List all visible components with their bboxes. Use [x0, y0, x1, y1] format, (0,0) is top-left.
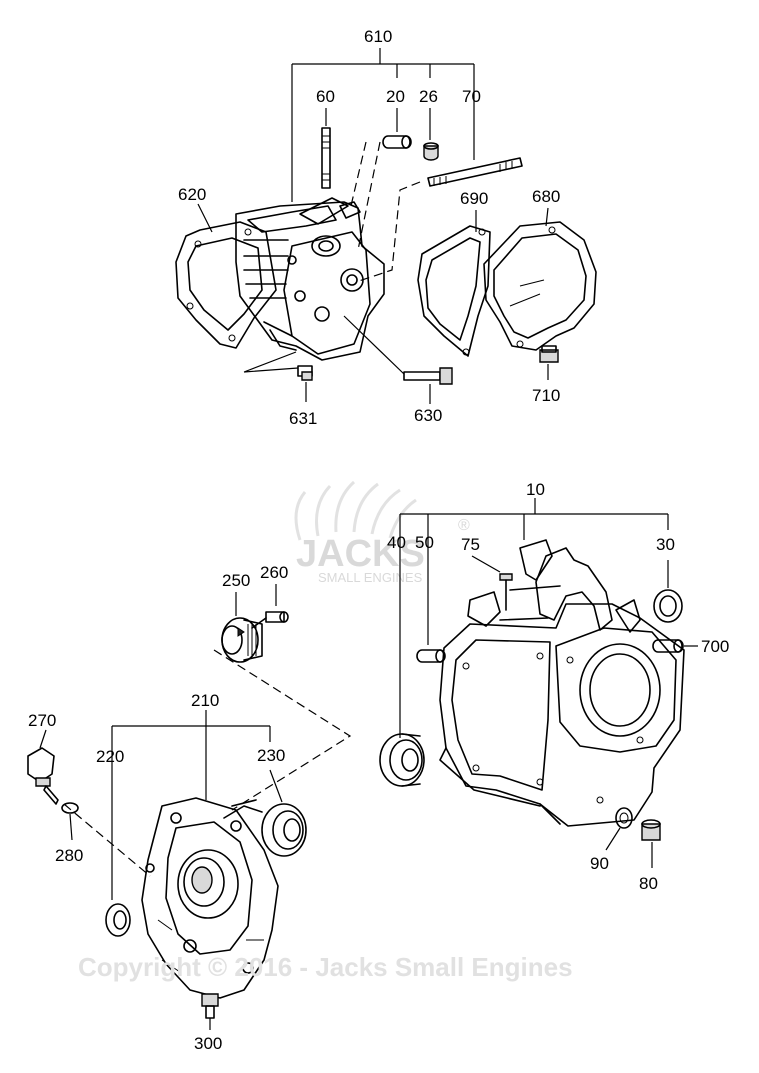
governor-gear-250	[221, 592, 263, 663]
crankcase-10	[439, 539, 685, 827]
callout-680: 680	[532, 187, 560, 206]
callout-10: 10	[526, 480, 545, 499]
callout-280: 280	[55, 846, 83, 865]
assembly-guides-bottom	[213, 649, 352, 811]
stud-60	[321, 108, 331, 189]
crankcase-cover-210	[141, 797, 279, 999]
dowel-pin-20	[382, 108, 412, 149]
callout-700: 700	[701, 637, 729, 656]
callout-labels: 610 60 20 26 70 620 690 680 631 630 710 …	[28, 27, 729, 1053]
callout-710: 710	[532, 386, 560, 405]
screw-75	[471, 555, 513, 611]
bracket-610	[291, 48, 475, 202]
oil-dipstick-270	[27, 729, 151, 877]
callout-210: 210	[191, 691, 219, 710]
watermark-brand: JACKS	[296, 533, 425, 575]
callout-631: 631	[289, 409, 317, 428]
bolt-631	[243, 351, 313, 402]
jacks-watermark: JACKS ® SMALL ENGINES	[294, 480, 470, 585]
callout-26: 26	[419, 87, 438, 106]
callout-50: 50	[415, 533, 434, 552]
bolt-710	[539, 345, 559, 380]
oil-seal-30	[653, 560, 683, 623]
jacks-logo-flame	[294, 480, 417, 541]
oil-seal-220	[105, 903, 131, 937]
callout-690: 690	[460, 189, 488, 208]
washer-90	[605, 807, 633, 851]
callout-260: 260	[260, 563, 288, 582]
valve-cover-680	[483, 207, 597, 351]
valve-cover-gasket-690	[417, 210, 491, 357]
callout-610: 610	[364, 27, 392, 46]
push-rod-70	[427, 157, 523, 187]
bearing-40	[379, 733, 425, 787]
watermark-registered: ®	[458, 517, 470, 534]
copyright-watermark: Copyright © 2016 - Jacks Small Engines	[78, 952, 573, 982]
head-gasket-620	[175, 203, 277, 349]
cylinder-head	[235, 197, 385, 361]
callout-60: 60	[316, 87, 335, 106]
callout-30: 30	[656, 535, 675, 554]
bracket-10	[399, 498, 669, 738]
callout-20: 20	[386, 87, 405, 106]
bolt-300	[201, 993, 219, 1030]
cap-26	[423, 108, 439, 161]
bearing-230	[261, 769, 307, 857]
callout-620: 620	[178, 185, 206, 204]
callout-90: 90	[590, 854, 609, 873]
callout-270: 270	[28, 711, 56, 730]
bracket-210	[111, 710, 271, 900]
callout-300: 300	[194, 1034, 222, 1053]
assembly-guides-top	[349, 141, 421, 283]
callout-75: 75	[461, 535, 480, 554]
callout-80: 80	[639, 874, 658, 893]
watermark-tagline: SMALL ENGINES	[318, 570, 423, 585]
bolt-630	[343, 315, 453, 404]
callout-250: 250	[222, 571, 250, 590]
drain-plug-80	[641, 819, 661, 868]
callout-70: 70	[462, 87, 481, 106]
dowel-pin-700	[652, 639, 698, 653]
governor-shaft-260	[251, 584, 289, 629]
o-ring-280	[61, 802, 79, 841]
callout-230: 230	[257, 746, 285, 765]
callout-630: 630	[414, 406, 442, 425]
callout-40: 40	[387, 533, 406, 552]
callout-220: 220	[96, 747, 124, 766]
dowel-pin-50	[416, 649, 446, 663]
